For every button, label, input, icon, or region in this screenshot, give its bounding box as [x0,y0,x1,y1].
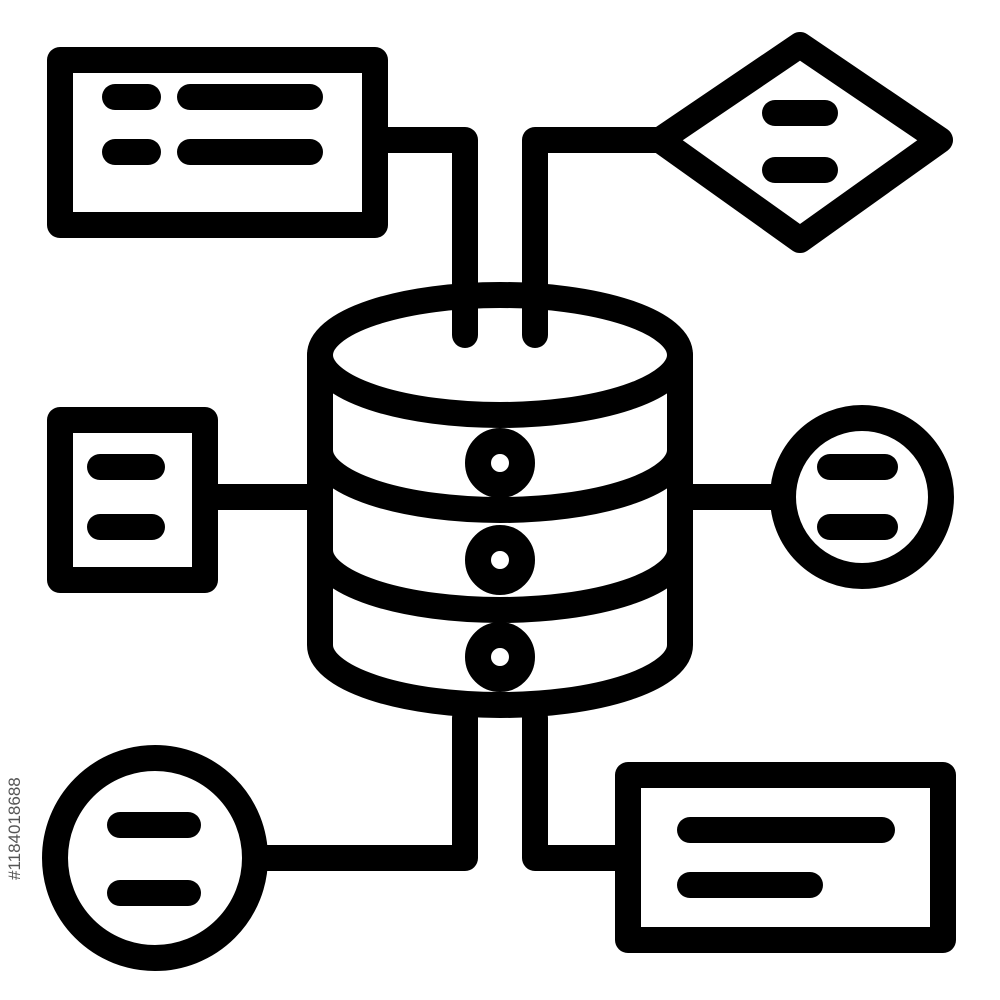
circle-node-right [770,405,954,589]
watermark-id-text: #1184018688 [5,777,24,880]
circle-node-frame [42,745,268,971]
square-node-left [47,407,218,593]
database-divider [307,437,693,523]
square-node-frame [47,407,218,593]
database-cylinder-icon [307,282,693,718]
diamond-node-top-right [647,32,953,253]
database-top [307,282,693,428]
database-divider [307,537,693,623]
rectangle-node-top-left [47,47,388,238]
circle-node-frame [770,405,954,589]
connector-bottom-left [247,705,478,871]
connector-lines [192,127,796,871]
connector-top-right [522,127,673,348]
diamond-node-frame [647,32,953,253]
circle-node-bottom-left [42,745,268,971]
disk-indicator-icon [465,428,535,498]
rectangle-node-bottom-right [615,762,956,953]
connector-bottom-right [522,705,641,871]
rectangle-node-frame [47,47,388,238]
disk-indicator-icon [465,525,535,595]
disk-indicator-icon [465,622,535,692]
rectangle-node-frame [615,762,956,953]
connector-top-left [362,127,478,348]
